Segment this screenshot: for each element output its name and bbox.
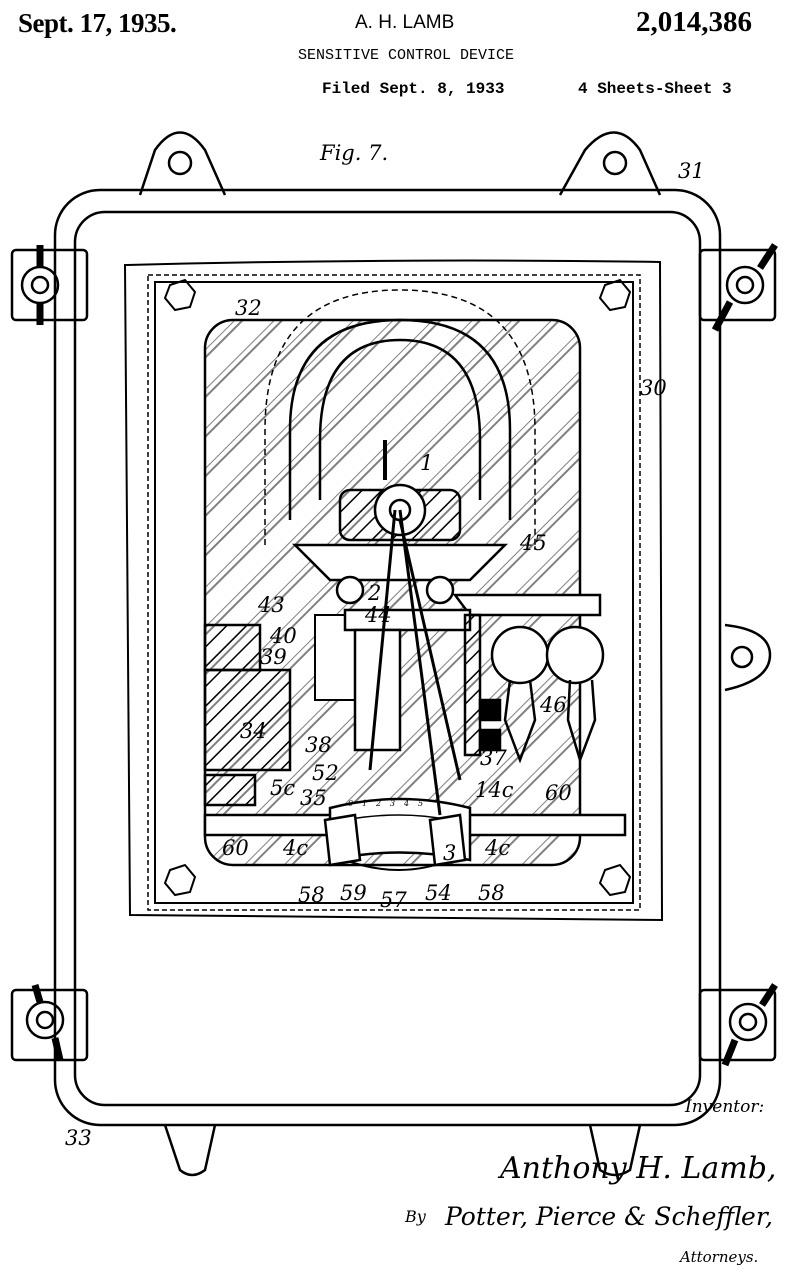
ref-numeral: 59 [340, 881, 367, 905]
figure-label: Fig. 7. [319, 141, 388, 165]
patent-title: SENSITIVE CONTROL DEVICE [298, 47, 515, 64]
ref-numeral: 46 [539, 693, 567, 717]
ref-numeral: 4c [484, 836, 510, 860]
ref-numeral: 43 [257, 593, 285, 617]
ref-numeral: 1 [420, 451, 433, 475]
sheet-count: 4 Sheets-Sheet 3 [578, 80, 732, 98]
ref-numeral: 2 [367, 581, 381, 605]
ref-numeral: 57 [380, 888, 407, 912]
scale-mark: 0 [348, 799, 353, 808]
scale-mark: 4 [403, 799, 409, 808]
ref-numeral: 60 [545, 781, 572, 805]
ref-numeral: 58 [478, 881, 505, 905]
ref-numeral: 44 [364, 603, 392, 627]
ref-numeral: 40 [269, 624, 297, 648]
ref-numeral: 58 [298, 883, 325, 907]
ref-numeral: 34 [240, 719, 267, 743]
ref-numeral: 60 [222, 836, 249, 860]
attorneys-signature: Potter, Pierce & Scheffler, [444, 1202, 773, 1231]
ref-numeral: 3 [443, 841, 456, 865]
ref-numeral: 54 [425, 881, 452, 905]
scale-mark: 2 [375, 799, 381, 808]
mounting-ears [138, 131, 772, 1177]
ref-numeral: 52 [312, 761, 339, 785]
scale-mark: 1 [362, 799, 367, 808]
inventor-signature: Anthony H. Lamb, [497, 1151, 776, 1186]
ref-numeral: 30 [640, 376, 667, 400]
ref-numeral: 45 [519, 531, 547, 555]
ref-numeral: 37 [480, 746, 507, 770]
ref-numeral: 33 [65, 1126, 92, 1150]
filed-date: Filed Sept. 8, 1933 [322, 80, 505, 98]
inventor-label: Inventor: [684, 1097, 764, 1117]
ref-numeral: 4c [282, 836, 308, 860]
inventor-name: A. H. LAMB [355, 12, 455, 33]
ref-numeral: 35 [300, 786, 327, 810]
cover-plate [123, 259, 664, 922]
ref-numeral: 32 [235, 296, 262, 320]
scale-mark: 3 [390, 799, 395, 808]
ref-numeral: 5c [270, 776, 295, 800]
patent-date: Sept. 17, 1935. [18, 8, 177, 38]
ref-numeral: 14c [475, 778, 514, 802]
by-label: By [404, 1207, 427, 1226]
patent-number: 2,014,386 [636, 6, 752, 38]
ref-numeral: 31 [678, 159, 705, 183]
ref-numeral: 38 [305, 733, 332, 757]
outer-case [53, 188, 722, 1127]
attorneys-label: Attorneys. [678, 1248, 758, 1266]
ref-numeral: 39 [260, 645, 287, 669]
scale-mark: 5 [418, 799, 423, 808]
wing-nuts [10, 243, 778, 1067]
